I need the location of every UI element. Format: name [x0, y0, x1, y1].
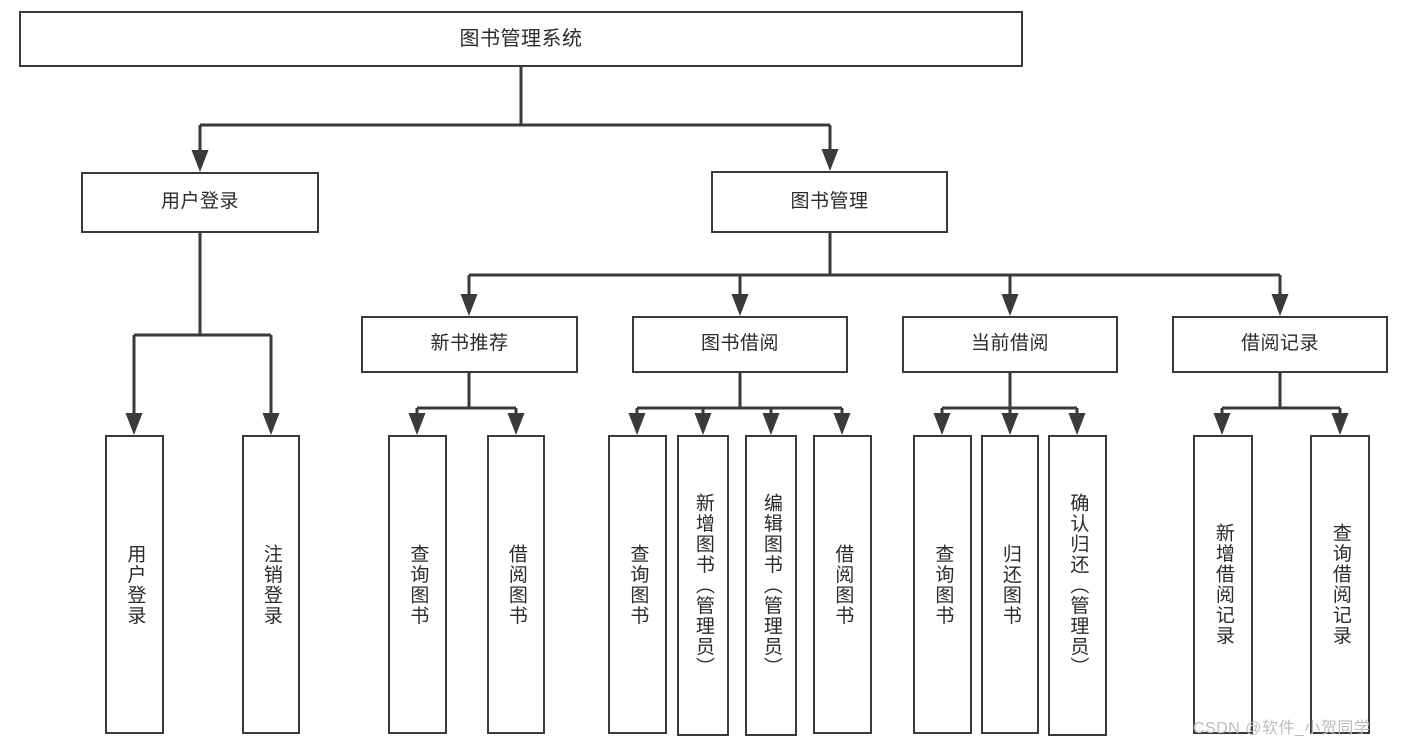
arrow-leaf-user-login-head	[125, 413, 143, 435]
node-label: 编辑图书（管理员）	[760, 493, 782, 678]
arrow-new-book-rec-head	[460, 294, 478, 316]
arrow-leaf-query-1-head	[408, 413, 426, 435]
node-label: 确认归还（管理员）	[1067, 493, 1089, 678]
node-label: 查询图书	[932, 543, 954, 626]
node-label: 用户登录	[160, 191, 239, 213]
node-root[interactable]: 图书管理系统	[19, 11, 1023, 67]
arrow-borrow-record-head	[1271, 294, 1289, 316]
node-leaf-borrow-book-2[interactable]: 借阅图书	[813, 435, 872, 734]
arrow-book-manage-head	[821, 149, 839, 171]
node-label: 借阅图书	[505, 543, 527, 626]
node-leaf-edit-book[interactable]: 编辑图书（管理员）	[745, 435, 797, 736]
node-label: 图书管理系统	[459, 28, 583, 50]
arrow-leaf-add-book-head	[694, 413, 712, 435]
node-leaf-borrow-book-1[interactable]: 借阅图书	[487, 435, 545, 734]
node-leaf-query-book-1[interactable]: 查询图书	[388, 435, 447, 734]
arrow-current-borrow-head	[1001, 294, 1019, 316]
node-label: 图书管理	[790, 190, 869, 212]
arrow-leaf-query-record-head	[1331, 413, 1349, 435]
node-leaf-confirm-return[interactable]: 确认归还（管理员）	[1048, 435, 1107, 736]
node-label: 查询借阅记录	[1329, 523, 1351, 646]
arrow-leaf-query-3-head	[933, 413, 951, 435]
node-leaf-add-record[interactable]: 新增借阅记录	[1193, 435, 1253, 734]
node-label: 图书借阅	[700, 333, 779, 355]
arrow-leaf-query-2-head	[628, 413, 646, 435]
arrow-leaf-borrow-2-head	[833, 413, 851, 435]
node-leaf-query-record[interactable]: 查询借阅记录	[1310, 435, 1370, 734]
node-label: 新增借阅记录	[1212, 523, 1234, 646]
node-label: 借阅图书	[832, 543, 854, 626]
node-label: 用户登录	[124, 543, 146, 626]
node-borrow-record[interactable]: 借阅记录	[1172, 316, 1388, 373]
node-leaf-query-book-3[interactable]: 查询图书	[913, 435, 972, 734]
arrow-leaf-borrow-1-head	[507, 413, 525, 435]
node-label: 借阅记录	[1240, 333, 1319, 355]
node-leaf-user-login[interactable]: 用户登录	[105, 435, 164, 734]
arrow-leaf-return-head	[1001, 413, 1019, 435]
node-label: 新增图书（管理员）	[692, 493, 714, 678]
node-label: 归还图书	[999, 543, 1021, 626]
node-book-manage[interactable]: 图书管理	[711, 171, 948, 233]
node-label: 查询图书	[627, 543, 649, 626]
node-label: 查询图书	[407, 543, 429, 626]
arrow-book-borrow-head	[731, 294, 749, 316]
node-leaf-logout[interactable]: 注销登录	[242, 435, 300, 734]
node-book-borrow[interactable]: 图书借阅	[632, 316, 848, 373]
arrow-user-login-head	[191, 150, 209, 172]
node-label: 当前借阅	[970, 333, 1049, 355]
node-current-borrow[interactable]: 当前借阅	[902, 316, 1118, 373]
node-user-login[interactable]: 用户登录	[81, 172, 319, 233]
node-leaf-query-book-2[interactable]: 查询图书	[608, 435, 667, 734]
arrow-leaf-logout-head	[262, 413, 280, 435]
node-new-book-rec[interactable]: 新书推荐	[361, 316, 578, 373]
node-leaf-add-book[interactable]: 新增图书（管理员）	[677, 435, 729, 736]
watermark-text: CSDN @软件_小贺同学	[1193, 720, 1371, 737]
node-label: 新书推荐	[430, 333, 509, 355]
node-label: 注销登录	[260, 543, 282, 626]
node-leaf-return-book[interactable]: 归还图书	[981, 435, 1039, 734]
arrow-leaf-add-record-head	[1213, 413, 1231, 435]
arrow-leaf-edit-book-head	[762, 413, 780, 435]
arrow-leaf-confirm-head	[1068, 413, 1086, 435]
